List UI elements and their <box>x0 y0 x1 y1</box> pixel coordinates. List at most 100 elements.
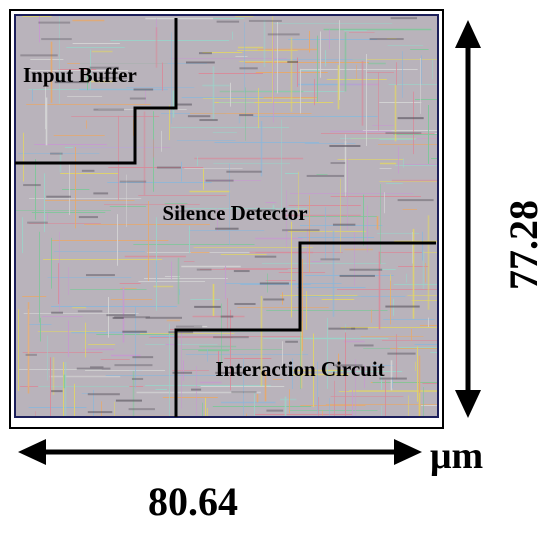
cell-marker <box>349 268 383 271</box>
cell-marker <box>231 391 257 394</box>
cell-marker <box>128 408 155 411</box>
cell-marker <box>54 81 89 84</box>
cell-marker <box>215 227 239 230</box>
cell-marker <box>226 170 262 173</box>
cell-marker <box>90 366 104 369</box>
cell-marker <box>329 144 361 147</box>
interaction-circuit-boundary <box>174 241 436 417</box>
core-frame <box>14 14 439 418</box>
cell-marker <box>122 330 147 333</box>
cell-marker <box>93 108 125 111</box>
cell-marker <box>267 33 300 36</box>
cell-marker <box>282 229 320 232</box>
cell-marker <box>175 210 194 213</box>
cell-marker <box>114 364 153 367</box>
cell-marker <box>76 367 111 370</box>
cell-marker <box>27 221 48 224</box>
cell-marker <box>41 38 72 41</box>
cell-marker <box>194 305 221 308</box>
cell-marker <box>131 377 144 380</box>
cell-marker <box>285 340 298 343</box>
cell-marker <box>20 54 58 57</box>
cell-marker <box>233 270 250 273</box>
cell-marker <box>175 325 203 328</box>
cell-marker <box>306 174 345 177</box>
cell-marker <box>385 132 422 135</box>
height-dimension-label: 77.28 <box>501 200 546 290</box>
cell-marker <box>23 184 41 187</box>
cell-marker <box>38 21 71 24</box>
cell-marker <box>114 316 151 319</box>
cell-marker <box>50 152 63 155</box>
cell-marker <box>156 166 181 169</box>
cell-marker <box>81 169 95 172</box>
cell-marker <box>51 311 63 314</box>
cell-marker <box>174 103 192 106</box>
cell-marker <box>387 352 416 355</box>
cell-marker <box>390 17 417 20</box>
cell-marker <box>106 314 136 317</box>
cell-marker <box>334 364 363 367</box>
cell-marker <box>397 117 424 120</box>
cell-marker <box>234 302 256 305</box>
interaction-circuit-label: Interaction Circuit <box>215 357 384 381</box>
cell-marker <box>320 258 340 261</box>
cell-marker <box>98 76 128 79</box>
cell-marker <box>213 336 249 339</box>
cell-marker <box>220 315 234 318</box>
cell-marker <box>119 180 147 183</box>
cell-marker <box>287 60 299 63</box>
cell-marker <box>78 216 98 219</box>
cell-marker <box>216 20 240 23</box>
cell-marker <box>397 199 434 202</box>
cell-marker <box>115 399 142 402</box>
cell-marker <box>85 274 115 277</box>
cell-marker <box>328 327 356 330</box>
cell-marker <box>191 388 202 391</box>
cell-marker <box>266 409 284 412</box>
cell-marker <box>112 316 124 319</box>
width-dimension-label: 80.64 <box>148 479 238 524</box>
cell-marker <box>51 390 63 393</box>
cell-marker <box>254 255 277 258</box>
cell-marker <box>247 209 276 212</box>
input-buffer-label: Input Buffer <box>23 63 137 87</box>
width-dimension-arrow <box>18 439 422 465</box>
cell-marker <box>77 310 103 313</box>
cell-marker <box>339 274 375 277</box>
cell-marker <box>46 195 71 198</box>
cell-marker <box>385 305 420 308</box>
cell-marker <box>205 179 234 182</box>
cell-marker <box>259 282 289 285</box>
cell-marker <box>332 223 356 226</box>
cell-marker <box>89 66 119 69</box>
cell-marker <box>133 88 154 91</box>
cell-marker <box>198 52 212 55</box>
cell-marker <box>330 162 346 165</box>
silence-detector-label: Silence Detector <box>162 201 307 225</box>
cell-marker <box>87 393 120 396</box>
cell-marker <box>25 353 37 356</box>
cell-marker <box>196 268 212 271</box>
cell-marker <box>145 316 182 319</box>
cell-marker <box>87 411 113 414</box>
cell-marker <box>187 115 211 118</box>
cell-marker <box>172 371 193 374</box>
cell-marker <box>185 61 215 64</box>
unit-label: μm <box>430 435 483 477</box>
cell-marker <box>132 356 154 359</box>
cell-marker <box>354 344 374 347</box>
height-dimension-arrow <box>455 20 481 418</box>
cell-marker <box>248 19 282 22</box>
cell-marker <box>239 114 254 117</box>
cell-marker <box>369 38 404 41</box>
routing-texture <box>15 15 438 417</box>
cell-marker <box>379 377 407 380</box>
cell-marker <box>351 327 368 330</box>
input-buffer-boundary <box>15 18 178 165</box>
cell-marker <box>93 192 109 195</box>
cell-marker <box>215 371 244 374</box>
cell-marker <box>199 119 218 122</box>
